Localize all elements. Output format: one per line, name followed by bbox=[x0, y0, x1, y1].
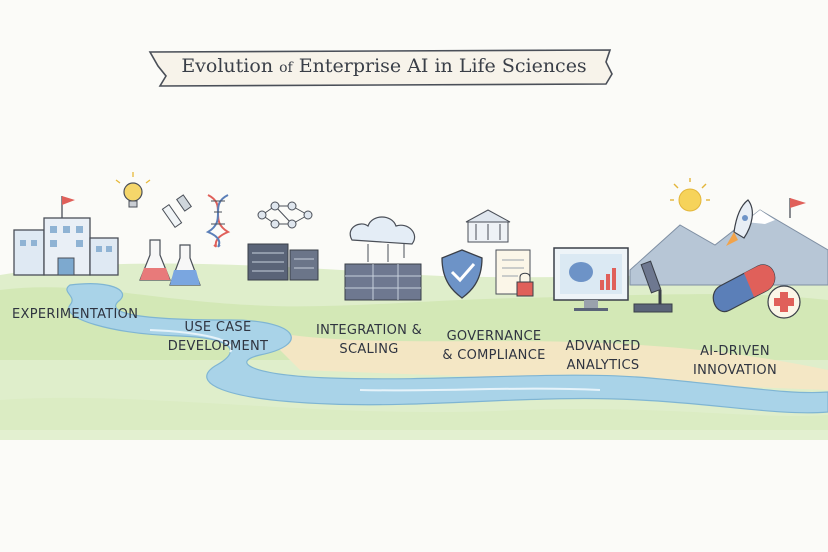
cloud-icon bbox=[349, 216, 416, 262]
stage-label-experimentation: EXPERIMENTATION bbox=[12, 307, 139, 322]
network-icon bbox=[257, 201, 313, 229]
lock-icon bbox=[516, 272, 534, 297]
stage-label-innovation: AI-DRIVEN INNOVATION bbox=[693, 344, 777, 378]
monitor-icon bbox=[553, 247, 629, 311]
mountain-icon bbox=[629, 209, 828, 286]
flask-icon bbox=[139, 239, 201, 286]
institution-icon bbox=[465, 209, 511, 243]
ground bbox=[0, 263, 828, 440]
test-tube-icon bbox=[161, 194, 192, 229]
lightbulb-icon bbox=[115, 172, 151, 208]
stage-label-integration: INTEGRATION & SCALING bbox=[315, 323, 423, 357]
microscope-icon bbox=[633, 260, 673, 313]
sun-icon bbox=[670, 178, 710, 212]
page-title: Evolution of Enterprise AI in Life Scien… bbox=[181, 55, 586, 77]
stage-label-analytics: ADVANCED ANALYTICS bbox=[565, 339, 641, 373]
pill-icon bbox=[712, 264, 776, 313]
medical-cross-icon bbox=[767, 285, 801, 319]
building-icon bbox=[13, 217, 119, 276]
title-banner: Evolution of Enterprise AI in Life Scien… bbox=[148, 49, 613, 87]
server-stack-icon bbox=[344, 263, 422, 301]
rocket-icon bbox=[726, 199, 753, 246]
shield-icon bbox=[441, 249, 483, 299]
stage-label-governance: GOVERNANCE & COMPLIANCE bbox=[442, 329, 546, 363]
flag-icon bbox=[789, 198, 806, 218]
dna-icon bbox=[205, 194, 231, 248]
server-icon bbox=[247, 243, 319, 281]
flag-icon bbox=[61, 196, 75, 218]
stage-label-use-case: USE CASE DEVELOPMENT bbox=[167, 320, 269, 354]
